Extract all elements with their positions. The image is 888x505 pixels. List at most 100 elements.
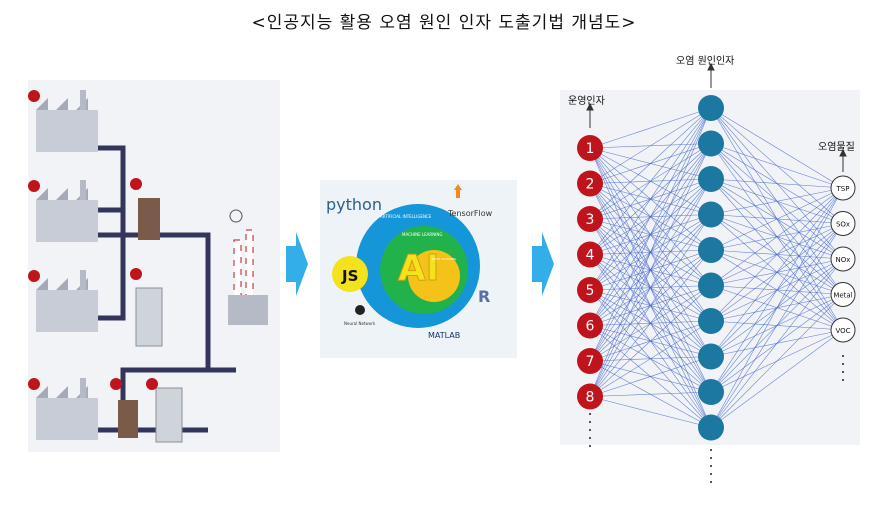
hidden-node <box>698 272 724 299</box>
input-node <box>577 348 603 374</box>
dl-ring-label: DEEP LEARNING <box>432 257 457 261</box>
matlab-label: MATLAB <box>428 331 460 340</box>
nn-edges <box>589 107 844 428</box>
ai-center-label: AI <box>398 248 439 289</box>
nn-edge <box>589 391 712 397</box>
output-node <box>830 175 856 201</box>
nn-edge <box>710 187 844 215</box>
nn-edge <box>710 178 844 189</box>
ai-ring-dl <box>408 250 460 302</box>
output-layer-label: 오염물질 <box>818 142 855 153</box>
nn-edge <box>589 249 712 397</box>
neural-network-icon <box>355 305 365 315</box>
input-node-label: 8 <box>586 390 595 406</box>
nn-edge <box>710 187 844 357</box>
nn-edge <box>710 258 844 428</box>
nn-edge <box>589 214 712 397</box>
nn-edge <box>589 356 712 397</box>
output-node-label: VOC <box>835 327 850 335</box>
hidden-node <box>698 95 724 121</box>
output-node-label: TSP <box>836 185 850 193</box>
nn-edge <box>710 107 844 189</box>
nn-edge <box>710 187 844 251</box>
nn-edge <box>710 187 844 428</box>
nn-edge <box>589 107 712 184</box>
nn-edge <box>589 143 712 397</box>
input-node <box>577 312 603 339</box>
tensorflow-icon <box>454 184 462 198</box>
output-node-label: SOx <box>836 221 850 229</box>
factory-3 <box>36 270 98 332</box>
js-label: JS <box>341 267 358 285</box>
nn-edge <box>710 187 844 286</box>
input-node <box>577 206 603 232</box>
output-node <box>830 282 856 307</box>
factory-panel <box>28 80 280 452</box>
ai-panel: JS AI python TensorFlow ARTIFICIAL INTEL… <box>320 180 517 358</box>
page-title: <인공지능 활용 오염 원인 인자 도출기법 개념도> <box>251 13 637 33</box>
ai-diagram: JS AI python TensorFlow ARTIFICIAL INTEL… <box>326 184 493 340</box>
nn-edge <box>589 396 712 428</box>
hidden-node <box>698 414 724 441</box>
input-node <box>577 383 603 410</box>
input-node <box>577 241 603 268</box>
nn-edge <box>589 320 712 397</box>
treatment-unit-5 <box>138 198 160 240</box>
input-node-label: 3 <box>586 212 595 228</box>
flow-arrow-2 <box>532 232 554 296</box>
factory-2 <box>36 180 98 242</box>
input-node-label: 7 <box>586 354 595 370</box>
output-node <box>830 317 856 343</box>
r-label: R <box>478 287 490 306</box>
nn-edge <box>589 107 712 255</box>
flow-arrow-1 <box>286 232 308 296</box>
output-node <box>830 211 856 236</box>
nn-edge <box>589 107 712 149</box>
python-label: python <box>326 195 382 214</box>
output-node <box>830 246 856 272</box>
ai-ring-label: ARTIFICIAL INTELLIGENCE <box>380 214 432 219</box>
hidden-node <box>698 130 724 157</box>
input-node-label: 2 <box>586 177 595 193</box>
stack-plant <box>228 209 268 325</box>
hidden-layer-label: 오염 원인인자 <box>676 56 735 67</box>
nn-edge <box>589 107 712 397</box>
nn-edge <box>710 187 844 322</box>
input-layer-label: 운영인자 <box>568 96 605 107</box>
nn-edge <box>710 187 844 393</box>
hidden-node <box>698 237 724 263</box>
input-node-label: 5 <box>586 283 595 299</box>
input-node-label: 4 <box>586 248 595 264</box>
factory-diagram <box>28 90 268 443</box>
treatment-unit-8 <box>155 387 183 443</box>
factory-1 <box>36 90 98 152</box>
nn-edge <box>589 107 712 220</box>
hidden-node <box>698 166 724 192</box>
hidden-node <box>698 343 724 370</box>
hidden-node <box>698 201 724 228</box>
output-node-label: NOx <box>836 256 851 264</box>
nn-edge <box>710 329 844 428</box>
tensorflow-label: TensorFlow <box>447 209 493 218</box>
nn-edge <box>589 107 712 362</box>
input-node-label: 1 <box>586 141 595 157</box>
js-logo <box>332 256 368 292</box>
factory-4 <box>36 378 98 440</box>
hidden-node <box>698 308 724 334</box>
output-node-label: Metal <box>833 292 852 300</box>
treatment-unit-7 <box>118 400 138 438</box>
treatment-unit-6 <box>135 287 163 347</box>
neural-network-label: Neural Network <box>344 321 376 326</box>
hidden-node <box>698 379 724 405</box>
nn-edge <box>710 143 844 189</box>
nn-edge <box>589 107 712 291</box>
ml-ring-label: MACHINE LEARNING <box>402 232 442 237</box>
input-node <box>577 135 603 161</box>
nn-edge <box>589 285 712 397</box>
nn-edge <box>710 294 844 428</box>
input-node <box>577 277 603 303</box>
nn-edge <box>589 107 712 326</box>
input-node-label: 6 <box>586 319 595 335</box>
input-node <box>577 170 603 197</box>
